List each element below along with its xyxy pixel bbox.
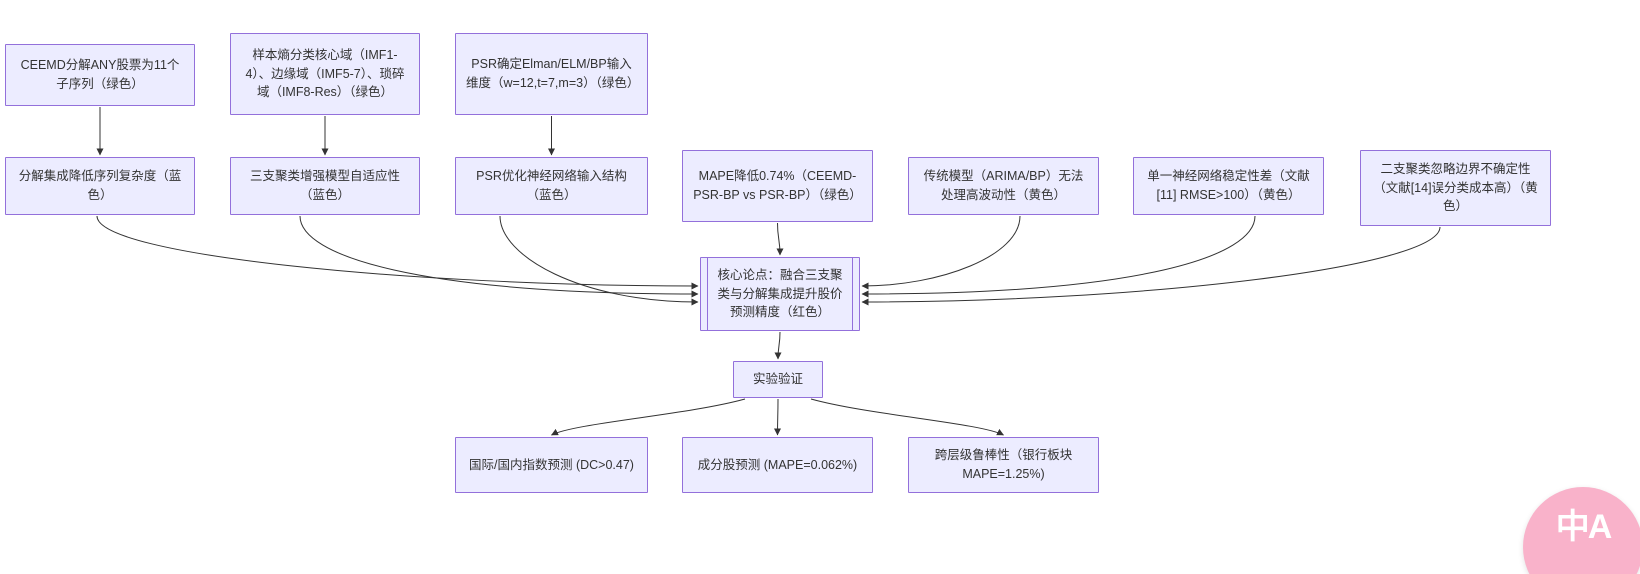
edge-verify-index [551, 398, 746, 436]
node-ceemd: CEEMD分解ANY股票为11个子序列（绿色） [5, 44, 195, 106]
node-label-entropy: 样本熵分类核心域（IMF1-4）、边缘域（IMF5-7）、琐碎域（IMF8-Re… [245, 47, 405, 100]
edge-threeway-core [299, 215, 699, 298]
node-label-single: 单一神经网络稳定性差（文献[11] RMSE>100）（黄色） [1147, 169, 1310, 202]
node-robust: 跨层级鲁棒性（银行板块 MAPE=1.25%) [908, 437, 1099, 493]
node-label-psropt: PSR优化神经网络输入结构（蓝色） [476, 169, 627, 202]
node-label-decomp: 分解集成降低序列复杂度（蓝色） [18, 169, 182, 202]
edge-decomp-core [96, 215, 699, 290]
edge-psropt-core [499, 215, 699, 306]
edge-verify-constituent [774, 398, 782, 436]
node-core: 核心论点：融合三支聚类与分解集成提升股价预测精度（红色） [700, 257, 860, 331]
edge-traditional-core [861, 215, 1021, 290]
node-traditional: 传统模型（ARIMA/BP）无法处理高波动性（黄色） [908, 157, 1099, 215]
edge-verify-robust [810, 398, 1004, 436]
node-index: 国际/国内指数预测 (DC>0.47) [455, 437, 648, 493]
edge-core-verify [774, 331, 782, 360]
translate-badge-label: 中A [1555, 508, 1613, 546]
edge-mape-core [776, 222, 784, 256]
node-verify: 实验验证 [733, 361, 823, 398]
node-entropy: 样本熵分类核心域（IMF1-4）、边缘域（IMF5-7）、琐碎域（IMF8-Re… [230, 33, 420, 115]
node-psropt: PSR优化神经网络输入结构（蓝色） [455, 157, 648, 215]
node-label-threeway: 三支聚类增强模型自适应性（蓝色） [249, 169, 400, 202]
node-twoway: 二支聚类忽略边界不确定性（文献[14]误分类成本高）（黄色） [1360, 150, 1551, 226]
edge-single-core [861, 215, 1256, 298]
node-constituent: 成分股预测 (MAPE=0.062%) [682, 437, 873, 493]
node-label-twoway: 二支聚类忽略边界不确定性（文献[14]误分类成本高）（黄色） [1373, 161, 1538, 214]
edge-twoway-core [861, 226, 1441, 306]
node-label-core: 核心论点：融合三支聚类与分解集成提升股价预测精度（红色） [717, 267, 843, 320]
node-single: 单一神经网络稳定性差（文献[11] RMSE>100）（黄色） [1133, 157, 1324, 215]
node-mape: MAPE降低0.74%（CEEMD-PSR-BP vs PSR-BP）（绿色） [682, 150, 873, 222]
node-threeway: 三支聚类增强模型自适应性（蓝色） [230, 157, 420, 215]
node-label-psr: PSR确定Elman/ELM/BP输入维度（w=12,t=7,m=3）（绿色） [466, 57, 640, 90]
node-label-verify: 实验验证 [752, 372, 803, 387]
node-label-mape: MAPE降低0.74%（CEEMD-PSR-BP vs PSR-BP）（绿色） [693, 169, 862, 202]
translate-badge[interactable]: 中A [1523, 487, 1640, 574]
node-label-robust: 跨层级鲁棒性（银行板块 MAPE=1.25%) [934, 448, 1073, 481]
node-psr: PSR确定Elman/ELM/BP输入维度（w=12,t=7,m=3）（绿色） [455, 33, 648, 115]
node-label-constituent: 成分股预测 (MAPE=0.062%) [697, 457, 858, 472]
node-label-traditional: 传统模型（ARIMA/BP）无法处理高波动性（黄色） [923, 169, 1084, 202]
node-label-ceemd: CEEMD分解ANY股票为11个子序列（绿色） [20, 58, 180, 91]
node-decomp: 分解集成降低序列复杂度（蓝色） [5, 157, 195, 215]
node-label-index: 国际/国内指数预测 (DC>0.47) [469, 457, 634, 472]
